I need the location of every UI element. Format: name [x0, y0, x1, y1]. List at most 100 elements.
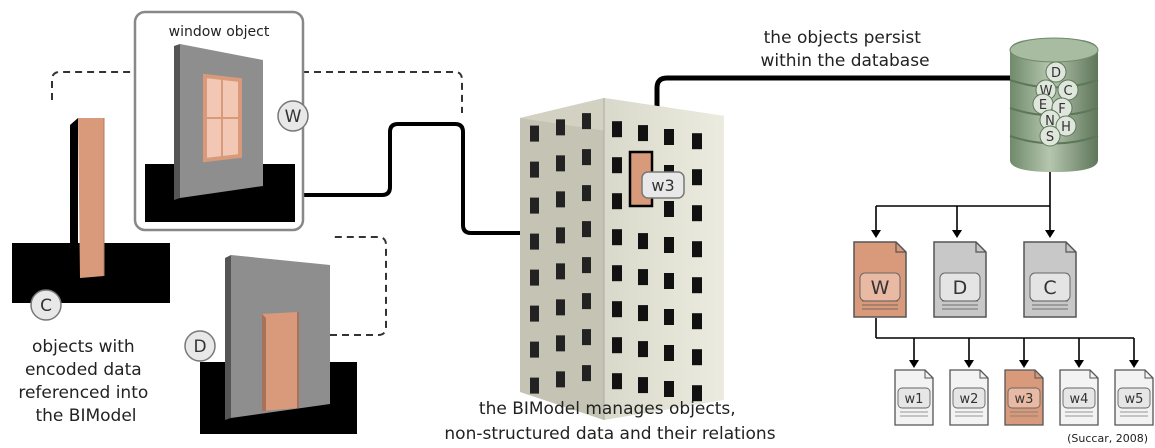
building-window: [556, 263, 565, 280]
svg-text:W: W: [871, 277, 890, 299]
sub-document-w4: w4: [1059, 369, 1099, 426]
building-window: [530, 377, 539, 394]
building-window: [692, 205, 702, 222]
building-window: [582, 293, 591, 310]
building: [520, 98, 724, 420]
sub-document-w2: w2: [949, 369, 989, 426]
building-tag: w3: [641, 171, 685, 199]
building-window: [556, 155, 565, 172]
database-letter: C: [1057, 79, 1079, 101]
building-window: [530, 161, 539, 178]
building-window: [664, 201, 674, 217]
building-window: [612, 373, 622, 390]
svg-text:w5: w5: [1125, 392, 1144, 407]
building-window: [556, 335, 565, 352]
svg-text:S: S: [1046, 130, 1054, 145]
door-wall-side: [225, 255, 231, 420]
column-tag: C: [30, 289, 62, 321]
window-tag: W: [277, 100, 309, 132]
building-window: [692, 241, 702, 258]
building-window: [638, 269, 648, 286]
svg-text:w3: w3: [651, 176, 674, 195]
window-object-label: window object: [169, 24, 270, 40]
building-window: [638, 305, 648, 322]
svg-text:D: D: [1051, 66, 1061, 81]
building-window: [612, 121, 622, 138]
building-window: [664, 129, 674, 145]
connector-window-building: [298, 122, 520, 235]
svg-text:H: H: [1061, 120, 1071, 135]
database-letter: S: [1039, 125, 1061, 147]
building-window: [612, 337, 622, 354]
building-window: [582, 113, 591, 130]
building-window: [582, 365, 591, 382]
door-object: [200, 255, 357, 434]
building-window: [664, 345, 674, 361]
dashed-connector-window-door: [302, 71, 463, 113]
building-window: [582, 221, 591, 238]
svg-text:w1: w1: [905, 392, 924, 407]
column-shadow: [70, 118, 78, 282]
building-window: [556, 299, 565, 316]
building-window: [692, 385, 702, 402]
building-front: [604, 98, 724, 420]
building-window: [530, 125, 539, 142]
bimodel-manages-label: the BIModel manages objects, non-structu…: [444, 399, 775, 444]
building-window: [556, 371, 565, 388]
building-window: [582, 149, 591, 166]
svg-text:W: W: [285, 107, 302, 127]
window-wall-side: [174, 44, 180, 200]
svg-text:w3: w3: [1015, 392, 1034, 407]
building-window: [664, 309, 674, 325]
door-tag: D: [184, 330, 216, 362]
svg-text:N: N: [1045, 114, 1055, 129]
building-window: [692, 133, 702, 150]
building-window: [692, 169, 702, 186]
building-window: [664, 381, 674, 397]
svg-text:D: D: [953, 277, 968, 299]
building-window: [638, 377, 648, 394]
document-w: W: [853, 241, 907, 318]
building-window: [692, 313, 702, 330]
document-c: C: [1023, 241, 1077, 318]
svg-text:C: C: [40, 296, 52, 316]
building-window: [530, 269, 539, 286]
window-object: [145, 44, 295, 222]
building-window: [612, 265, 622, 282]
building-window: [612, 301, 622, 318]
svg-text:C: C: [1063, 84, 1072, 99]
building-window: [582, 185, 591, 202]
svg-text:E: E: [1039, 98, 1047, 113]
building-window: [664, 237, 674, 253]
building-window: [638, 125, 648, 142]
svg-text:F: F: [1058, 102, 1065, 117]
database-letter: H: [1055, 115, 1077, 137]
svg-text:C: C: [1043, 277, 1056, 299]
building-windows: [530, 113, 702, 402]
building-window: [612, 157, 622, 174]
database-letter: D: [1045, 61, 1067, 83]
door-leaf: [262, 312, 298, 411]
building-window: [638, 233, 648, 250]
sub-document-w5: w5: [1114, 369, 1154, 426]
database-tree-lines: [875, 170, 1051, 232]
building-window: [556, 119, 565, 136]
svg-text:w4: w4: [1070, 392, 1089, 407]
building-window: [692, 349, 702, 366]
building-window: [664, 273, 674, 289]
svg-text:D: D: [193, 337, 206, 357]
building-window: [530, 197, 539, 214]
svg-text:w2: w2: [960, 392, 979, 407]
building-window: [556, 191, 565, 208]
citation: (Succar, 2008): [1067, 432, 1148, 445]
building-window: [692, 277, 702, 294]
building-window: [612, 193, 622, 210]
sub-documents: w1 w2 w3 w4 w5: [894, 369, 1154, 426]
building-window: [530, 341, 539, 358]
building-window: [582, 329, 591, 346]
column-body: [78, 118, 104, 278]
doc-tree-arrows: [871, 230, 1055, 238]
building-window: [612, 229, 622, 246]
